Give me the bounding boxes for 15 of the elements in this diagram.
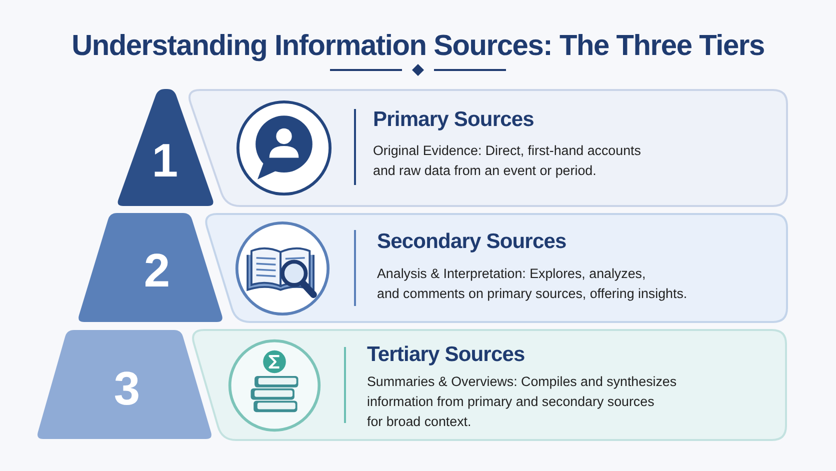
pyramid-tier	[35, 329, 214, 440]
tier-description: Analysis & Interpretation: Explores, analyzes, and comments on primary sources, offering insights.	[377, 265, 688, 303]
tier-panel	[202, 213, 788, 323]
tier-number: 2	[144, 246, 170, 294]
pyramid-tier	[76, 212, 225, 323]
tier-number: 3	[114, 364, 140, 412]
tier-panel	[189, 329, 787, 441]
tier-description: Summaries & Overviews: Compiles and synthesizes information from primary and secondary sources for broad context.	[367, 373, 677, 431]
diagram-title: Understanding Information Sources: The Three Tiers	[72, 30, 764, 62]
tier-heading: Primary Sources	[373, 107, 534, 132]
tier-description: Original Evidence: Direct, first-hand accounts and raw data from an event or period.	[373, 142, 641, 180]
tier-number: 1	[152, 136, 178, 184]
tier-heading: Secondary Sources	[377, 229, 566, 254]
tier-heading: Tertiary Sources	[367, 342, 525, 368]
pyramid-tier	[115, 88, 216, 207]
